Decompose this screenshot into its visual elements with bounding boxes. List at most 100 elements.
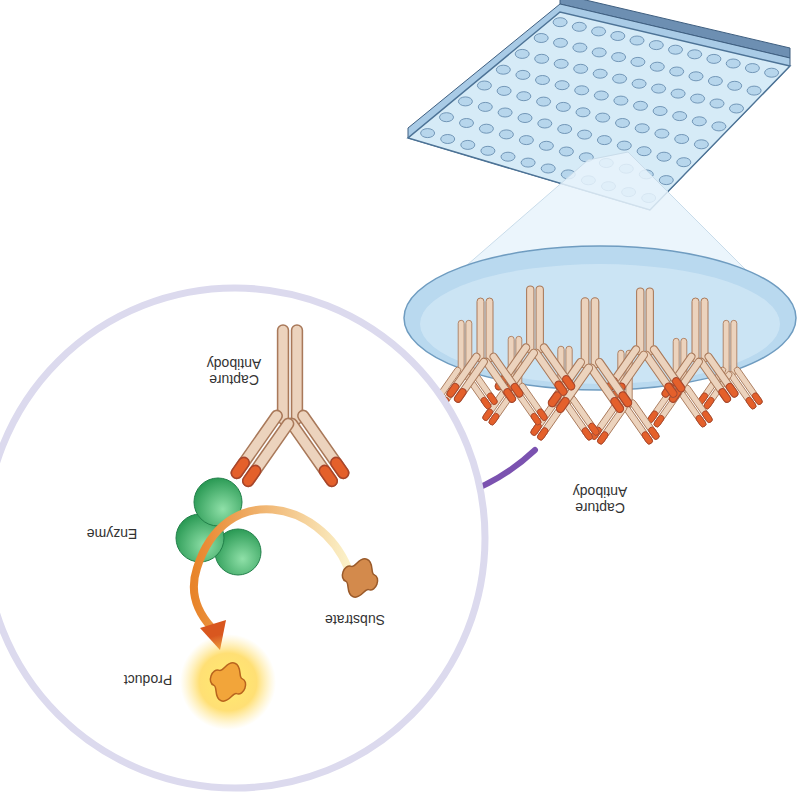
plate-well — [421, 129, 435, 138]
plate-well — [539, 141, 553, 150]
plate-well — [578, 130, 592, 139]
plate-well — [501, 152, 515, 161]
plate-well — [536, 76, 550, 85]
part-label: Capture Antibody — [194, 356, 274, 388]
plate-well — [653, 107, 667, 116]
plate-well — [554, 59, 568, 68]
plate-well — [554, 38, 568, 47]
plate-well — [575, 86, 589, 95]
plate-well — [730, 104, 744, 113]
plate-well — [594, 91, 608, 100]
plate-well — [593, 69, 607, 78]
plate-well — [616, 119, 630, 128]
plate-well — [541, 164, 555, 173]
part-label: Capture Antibody — [560, 484, 640, 516]
plate-well — [632, 79, 646, 88]
plate-well — [496, 65, 510, 74]
plate-well — [745, 64, 759, 73]
part-label: Enzyme — [67, 526, 157, 542]
plate-well — [689, 72, 703, 81]
plate-well — [497, 86, 511, 95]
part-label: Substrate — [305, 612, 405, 628]
plate-well — [728, 81, 742, 90]
plate-well — [592, 48, 606, 57]
plate-well — [707, 54, 721, 63]
plate-well — [538, 119, 552, 128]
capture-antibody — [229, 325, 351, 489]
plate-well — [460, 119, 474, 128]
plate-well — [535, 54, 549, 63]
plate-well — [515, 49, 529, 58]
plate-well — [612, 53, 626, 62]
plate-well — [659, 176, 673, 185]
plate-well — [481, 146, 495, 155]
plate-well — [574, 64, 588, 73]
plate-well — [631, 57, 645, 66]
plate-well — [694, 140, 708, 149]
plate-well — [555, 81, 569, 90]
plate-well — [592, 27, 606, 36]
plate-well — [652, 84, 666, 93]
plate-well — [573, 43, 587, 52]
substrate-molecule — [336, 553, 384, 603]
plate-well — [669, 45, 683, 54]
plate-well — [675, 135, 689, 144]
plate-well — [613, 74, 627, 83]
plate-well — [708, 77, 722, 86]
plate-well — [477, 81, 491, 90]
plate-well — [558, 125, 572, 134]
plate-well — [517, 92, 531, 101]
capture-antibodies — [432, 286, 764, 445]
plate-well — [657, 152, 671, 161]
plate-well — [559, 147, 573, 156]
plate-well — [458, 97, 472, 106]
plate-well — [710, 99, 724, 108]
plate-well — [650, 62, 664, 71]
plate-well — [634, 101, 648, 110]
plate-well — [556, 102, 570, 111]
plate-well — [747, 86, 761, 95]
plate-well — [630, 36, 644, 45]
plate-well — [440, 113, 454, 122]
plate-well — [478, 102, 492, 111]
plate-well — [637, 147, 651, 156]
inset-circle — [0, 288, 485, 788]
plate-well — [441, 135, 455, 144]
plate-well — [614, 96, 628, 105]
plate-well — [649, 41, 663, 50]
plate-well — [712, 122, 726, 131]
plate-well — [692, 117, 706, 126]
plate-well — [688, 50, 702, 59]
plate-well — [635, 124, 649, 133]
plate-well — [673, 112, 687, 121]
plate-well — [726, 59, 740, 68]
plate-well — [611, 32, 625, 41]
plate-well — [677, 158, 691, 167]
plate-well — [572, 22, 586, 31]
plate-well — [498, 108, 512, 117]
plate-well — [596, 113, 610, 122]
plate-well — [521, 158, 535, 167]
reaction-arrow — [194, 509, 348, 650]
plate-well — [519, 136, 533, 145]
plate-well — [534, 34, 548, 43]
plate-well — [670, 67, 684, 76]
plate-well — [553, 18, 567, 27]
plate-well — [671, 89, 685, 98]
plate-well — [655, 129, 669, 138]
plate-well — [537, 97, 551, 106]
plate-well — [576, 108, 590, 117]
plate-well — [518, 114, 532, 123]
part-label: Product — [103, 672, 193, 688]
plate-well — [461, 140, 475, 149]
plate-well — [499, 130, 513, 139]
plate-well — [617, 141, 631, 150]
plate-well — [597, 136, 611, 145]
product-molecule — [180, 634, 276, 730]
plate-well — [691, 94, 705, 103]
plate-well — [479, 124, 493, 133]
plate-well — [516, 70, 530, 79]
plate-well — [765, 68, 779, 77]
